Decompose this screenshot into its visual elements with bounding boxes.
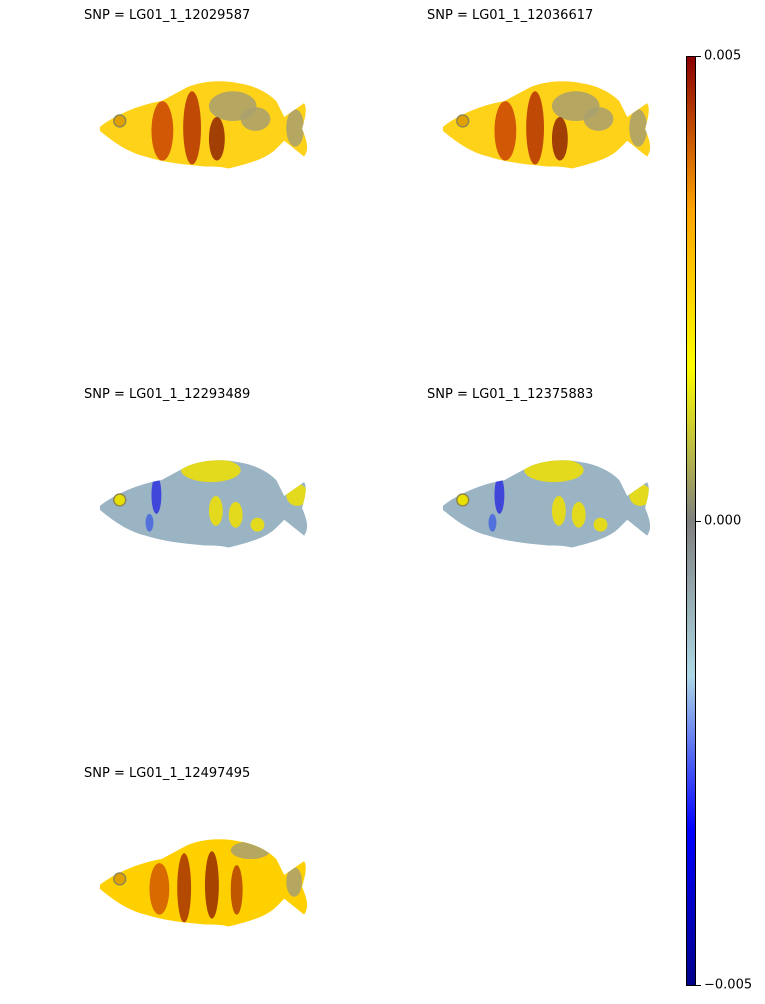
- fish-heatmap: [99, 460, 308, 548]
- fish-eye: [456, 114, 470, 128]
- fish-heatmap: [442, 81, 651, 169]
- fish-bar: [494, 476, 505, 514]
- fish-patch: [286, 109, 305, 147]
- colorbar-tick-middle: [696, 521, 701, 522]
- fish-heatmap: [442, 460, 651, 548]
- colorbar-label-max: 0.005: [704, 48, 742, 64]
- fish-patch: [181, 460, 241, 483]
- fish-bar: [488, 513, 497, 532]
- fish-patch: [228, 501, 243, 528]
- fish-heatmap: [99, 81, 308, 169]
- fish-bar: [151, 101, 174, 161]
- fish-patch: [593, 517, 608, 532]
- colorbar-gradient: [686, 56, 696, 986]
- fish-patch: [286, 484, 308, 506]
- colorbar: 0.005 0.000 −0.005: [686, 49, 761, 993]
- colorbar-tick-top: [696, 56, 701, 57]
- fish-bar: [230, 865, 243, 915]
- fish-patch: [524, 460, 584, 483]
- fish-patch: [629, 484, 651, 506]
- colorbar-tick-bottom: [696, 985, 701, 986]
- fish-panel-5: SNP = LG01_1_12497495: [84, 766, 344, 946]
- fish-bar: [183, 91, 202, 165]
- fish-patch: [208, 495, 223, 526]
- fish-bar: [177, 853, 192, 923]
- fish-bar: [208, 116, 225, 161]
- fish-bar: [526, 91, 545, 165]
- fish-patch: [230, 841, 271, 860]
- fish-patch: [551, 495, 566, 526]
- fish-panel-1: SNP = LG01_1_12029587: [84, 8, 344, 188]
- panel-title: SNP = LG01_1_12036617: [427, 8, 594, 23]
- fish-patch: [629, 109, 648, 147]
- panel-title: SNP = LG01_1_12497495: [84, 766, 251, 781]
- fish-patch: [286, 867, 303, 897]
- fish-panel-3: SNP = LG01_1_12293489: [84, 387, 344, 567]
- fish-body: [99, 81, 308, 169]
- fish-panel-2: SNP = LG01_1_12036617: [427, 8, 687, 188]
- fish-bar: [151, 476, 162, 514]
- fish-patch: [571, 501, 586, 528]
- fish-panel-4: SNP = LG01_1_12375883: [427, 387, 687, 567]
- colorbar-label-zero: 0.000: [704, 513, 742, 529]
- fish-bar: [551, 116, 568, 161]
- fish-bar: [145, 513, 154, 532]
- fish-bar: [494, 101, 517, 161]
- colorbar-label-min: −0.005: [704, 977, 753, 993]
- fish-patch: [250, 517, 265, 532]
- fish-eye: [113, 493, 127, 507]
- fish-eye: [113, 872, 127, 886]
- panel-title: SNP = LG01_1_12293489: [84, 387, 251, 402]
- fish-body: [442, 81, 651, 169]
- fish-bar: [204, 851, 219, 919]
- fish-heatmap: [99, 839, 308, 927]
- fish-body: [99, 839, 308, 927]
- fish-eye: [456, 493, 470, 507]
- panel-title: SNP = LG01_1_12029587: [84, 8, 251, 23]
- fish-eye: [113, 114, 127, 128]
- fish-patch: [240, 107, 271, 131]
- panel-title: SNP = LG01_1_12375883: [427, 387, 594, 402]
- fish-bar: [149, 863, 170, 915]
- fish-patch: [583, 107, 614, 131]
